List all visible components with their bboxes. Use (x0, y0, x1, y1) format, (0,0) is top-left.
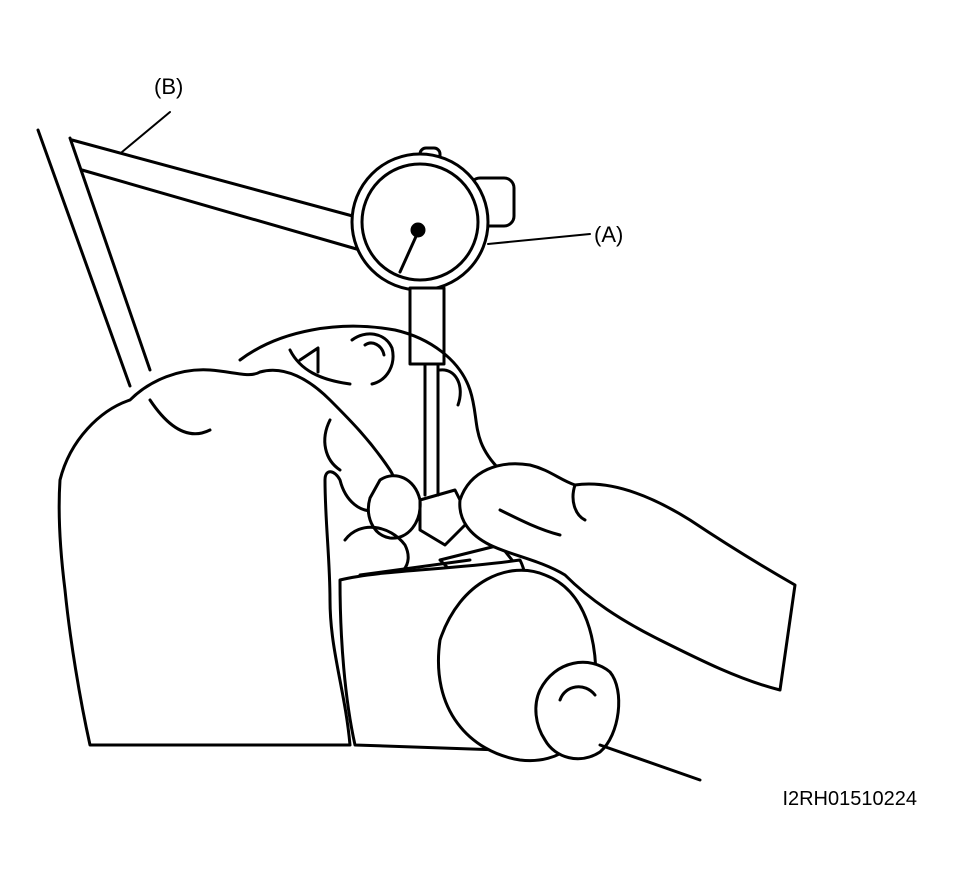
stand-post (36, 128, 152, 388)
left-hand (57, 368, 422, 747)
left-thumb-tip (366, 474, 422, 540)
housing (238, 324, 502, 472)
callout-b-label: (B) (154, 74, 184, 99)
bearing-housing (338, 558, 702, 782)
figure-id: I2RH01510224 (782, 788, 917, 810)
right-hand (458, 462, 797, 692)
leader-line-b (121, 111, 171, 153)
dial-gauge (350, 146, 591, 497)
leader-line-a (487, 233, 591, 245)
stand-arm (70, 111, 362, 252)
callout-a-label: (A) (594, 222, 624, 247)
gauge-needle (398, 230, 420, 274)
